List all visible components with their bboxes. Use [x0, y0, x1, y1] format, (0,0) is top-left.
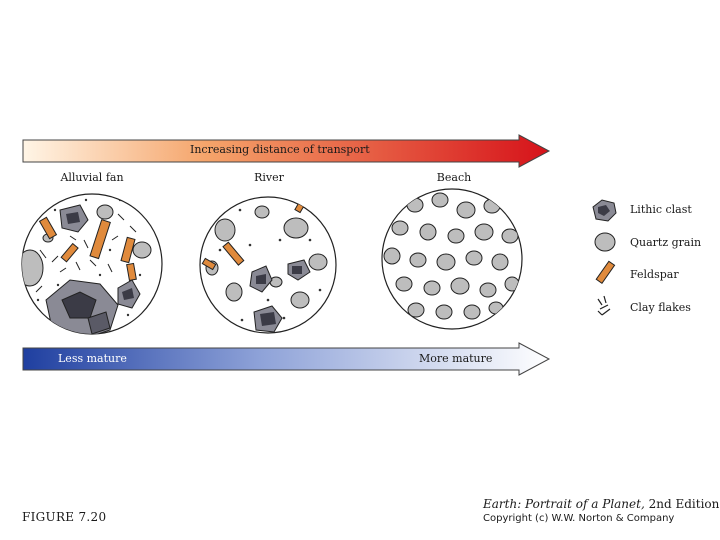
- legend-label-feldspar: Feldspar: [630, 268, 679, 281]
- feldspar-icon: [595, 260, 616, 285]
- figure-label: FIGURE 7.20: [22, 510, 107, 524]
- transport-distance-arrow: [22, 134, 551, 168]
- quartz-grain-icon: [594, 232, 616, 252]
- river-circle: [199, 196, 337, 334]
- legend-label-quartz-grain: Quartz grain: [630, 236, 702, 249]
- lithic-clast-icon: [592, 199, 617, 222]
- book-edition: 2nd Edition: [648, 497, 720, 511]
- transport-arrow-label: Increasing distance of transport: [190, 143, 370, 156]
- maturity-arrow-right-label: More mature: [419, 352, 493, 365]
- circle-title-alluvial-fan: Alluvial fan: [60, 171, 124, 184]
- book-title: Earth: Portrait of a Planet,: [483, 497, 645, 511]
- maturity-arrow: [22, 342, 551, 376]
- beach-circle: [381, 188, 523, 330]
- clay-flakes-icon: [597, 295, 611, 316]
- circle-title-river: River: [254, 171, 284, 184]
- legend-label-lithic-clast: Lithic clast: [630, 203, 692, 216]
- copyright-text: Copyright (c) W.W. Norton & Company: [483, 513, 675, 524]
- circle-title-beach: Beach: [436, 171, 472, 184]
- legend-label-clay-flakes: Clay flakes: [630, 301, 691, 314]
- book-credit-line: Earth: Portrait of a Planet, 2nd Edition: [483, 497, 719, 511]
- legend: Lithic clast Quartz grain Feldspar Clay …: [590, 195, 715, 325]
- maturity-arrow-left-label: Less mature: [58, 352, 127, 365]
- alluvial-fan-circle: [21, 193, 163, 335]
